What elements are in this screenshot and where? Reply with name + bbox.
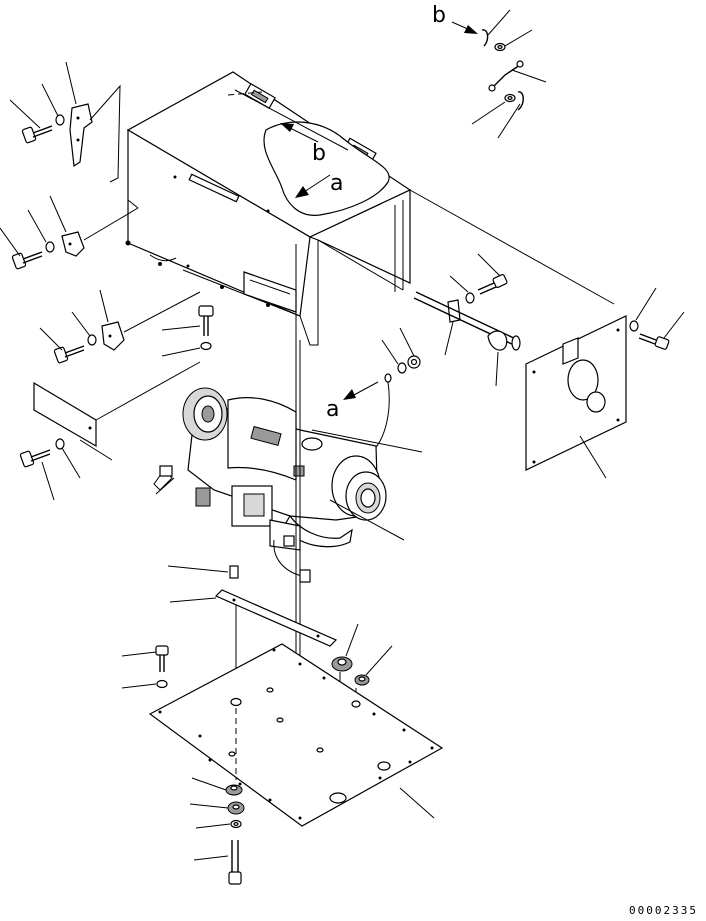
bolt-mid-left-1	[0, 227, 43, 270]
washer-upper-right	[494, 29, 533, 52]
bolt-right-upper	[477, 253, 508, 295]
bolt-lower-upper	[121, 645, 169, 672]
mounting-bar	[169, 589, 338, 647]
link-rod	[488, 60, 547, 92]
washer-mid-left-2	[71, 311, 97, 346]
washer-center-upper	[161, 341, 212, 357]
washer-bottom-1	[189, 801, 245, 815]
bolt-right-side	[638, 311, 685, 350]
bolt-lower-left	[19, 449, 55, 501]
hinge-bracket-mid	[49, 195, 139, 257]
bolt-top-left	[9, 99, 53, 144]
bolt-bottom	[193, 840, 242, 885]
washer-near-heater	[381, 339, 407, 374]
left-side-panel	[33, 361, 201, 461]
rod-bracket	[444, 299, 461, 356]
pin-clip-upper	[481, 9, 511, 47]
guide-left-box	[127, 199, 139, 209]
heater-unit	[153, 387, 423, 583]
right-side-panel	[525, 315, 627, 479]
washer-top-left	[41, 83, 65, 126]
washer-lower-right	[471, 93, 516, 125]
base-plate	[148, 643, 444, 827]
callout-a-heater: a	[326, 397, 339, 422]
cover-side-slot	[188, 173, 240, 203]
hinge-bracket-lower	[99, 289, 201, 351]
callout-a-cover: a	[330, 171, 343, 196]
hinge-bracket-top	[65, 61, 121, 183]
grommet-large	[331, 623, 359, 672]
grommet-bottom	[191, 777, 243, 796]
washer-bottom-2	[195, 819, 242, 829]
spacer-pin	[167, 565, 239, 579]
arrow-b-cover: b	[280, 123, 326, 166]
cover-dotted-guide	[227, 91, 263, 96]
washer-right-upper	[449, 275, 475, 304]
nut-near-heater	[399, 327, 421, 369]
callout-b-cover: b	[312, 141, 326, 166]
washer-lower-left	[55, 438, 81, 479]
arrow-a-cover: a	[295, 171, 343, 198]
grommet-small	[354, 645, 393, 686]
washer-mid-left-1	[27, 209, 55, 253]
guide-line-right	[409, 189, 615, 305]
callout-b-top: b	[432, 3, 446, 28]
top-arrow-b: b	[432, 3, 478, 34]
document-number: 00002335	[629, 904, 698, 917]
cover-cutout	[263, 121, 390, 216]
heater-cover-box	[125, 71, 412, 346]
rod-clamp	[487, 330, 508, 387]
bolt-center-upper	[161, 305, 214, 336]
washer-lower-upper	[121, 679, 168, 689]
ring-near-heater	[371, 373, 392, 453]
bolt-mid-left-2	[39, 327, 85, 364]
washer-right-side	[629, 287, 657, 332]
arrow-a-heater: a	[326, 381, 379, 422]
pin-clip-lower	[497, 91, 524, 139]
cover-cutout-inner-line	[234, 89, 349, 151]
